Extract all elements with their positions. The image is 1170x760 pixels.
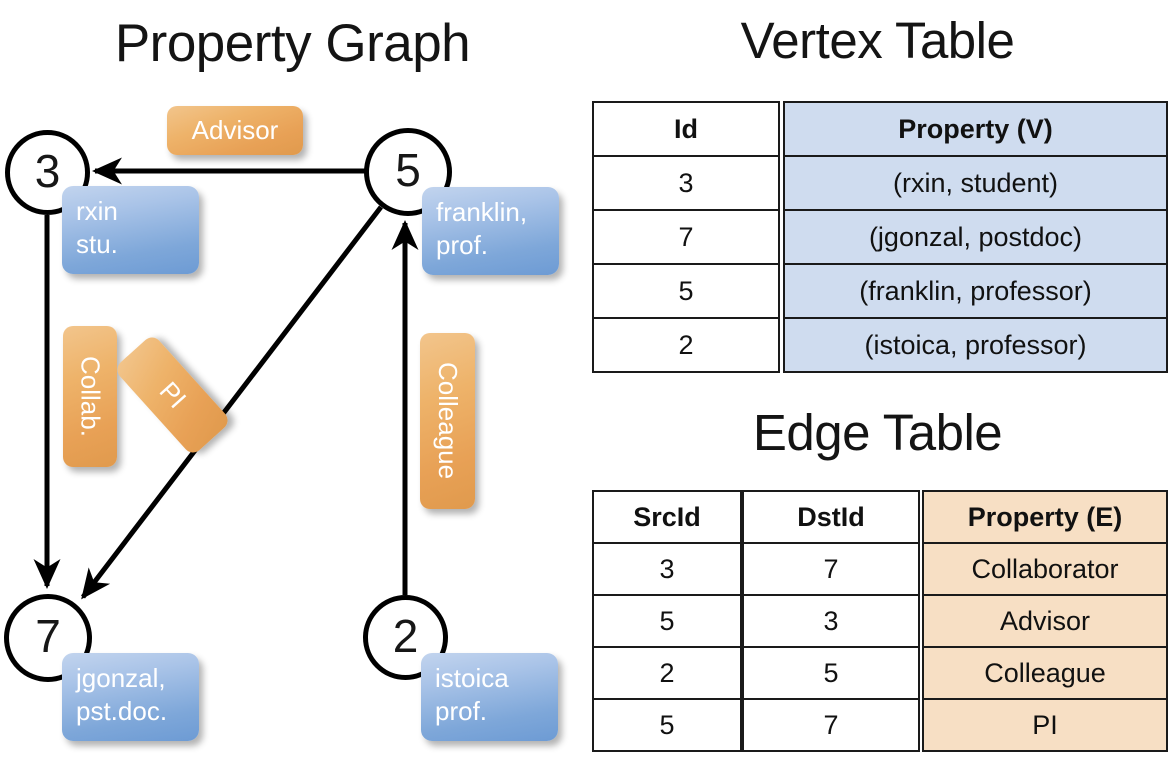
table-row[interactable]: 2 <box>592 646 742 700</box>
table-row[interactable]: 7 <box>742 698 920 752</box>
page-title-property-graph: Property Graph <box>114 14 471 73</box>
vertex-cell-property: (franklin, professor) <box>783 263 1168 319</box>
page-title-edge-table: Edge Table <box>752 404 1003 461</box>
vertex-header-id: Id <box>592 101 780 157</box>
table-row[interactable]: Collaborator <box>922 542 1168 596</box>
table-row[interactable]: 7 <box>742 542 920 596</box>
graph-node-5-prop-line2: prof. <box>436 230 489 260</box>
table-header-row: Property (V) <box>783 101 1168 157</box>
vertex-header-property: Property (V) <box>783 101 1168 157</box>
vertex-table-property-column: Property (V) (rxin, student) (jgonzal, p… <box>783 101 1168 373</box>
table-header-row: SrcId <box>592 490 742 544</box>
graph-node-7-label: 7 <box>35 610 61 662</box>
edge-label-advisor: Advisor <box>167 106 303 155</box>
edge-line-pi <box>81 205 383 600</box>
edge-label-colleague-text: Colleague <box>433 362 463 480</box>
table-row[interactable]: Advisor <box>922 594 1168 648</box>
table-row[interactable]: (jgonzal, postdoc) <box>783 209 1168 265</box>
table-row[interactable]: 3 <box>592 542 742 596</box>
graph-node-7-property-box: jgonzal, pst.doc. <box>62 653 199 741</box>
vertex-cell-id: 3 <box>592 155 780 211</box>
page-title-vertex-table: Vertex Table <box>740 12 1015 69</box>
edge-cell-property: Advisor <box>922 594 1168 648</box>
edge-header-property: Property (E) <box>922 490 1168 544</box>
table-row[interactable]: 3 <box>592 155 780 211</box>
table-header-row: Property (E) <box>922 490 1168 544</box>
table-header-row: Id <box>592 101 780 157</box>
graph-node-3-label: 3 <box>34 144 61 197</box>
vertex-cell-id: 5 <box>592 263 780 319</box>
graph-node-3-prop-line1: rxin <box>76 196 118 226</box>
edge-cell-srcid: 5 <box>592 698 742 752</box>
table-row[interactable]: (istoica, professor) <box>783 317 1168 373</box>
graph-node-7-prop-line2: pst.doc. <box>76 696 168 726</box>
table-row[interactable]: 5 <box>592 594 742 648</box>
edge-label-colleague: Colleague <box>420 333 475 509</box>
edge-cell-dstid: 3 <box>742 594 920 648</box>
edge-cell-property: Collaborator <box>922 542 1168 596</box>
property-graph-diagram: 3 rxin stu. 5 franklin, prof. 7 jgonzal,… <box>4 106 559 741</box>
edge-cell-srcid: 5 <box>592 594 742 648</box>
edge-label-collab-text: Collab. <box>75 356 106 437</box>
vertex-table-id-column: Id 3 7 5 2 <box>592 101 780 373</box>
graph-node-2-prop-line2: prof. <box>435 696 488 726</box>
table-row[interactable]: (franklin, professor) <box>783 263 1168 319</box>
edge-header-dstid: DstId <box>742 490 920 544</box>
table-row[interactable]: (rxin, student) <box>783 155 1168 211</box>
table-row[interactable]: PI <box>922 698 1168 752</box>
graph-node-5-label: 5 <box>395 144 421 196</box>
vertex-cell-property: (jgonzal, postdoc) <box>783 209 1168 265</box>
graph-node-3-property-box: rxin stu. <box>62 186 199 274</box>
table-header-row: DstId <box>742 490 920 544</box>
table-row[interactable]: 3 <box>742 594 920 648</box>
table-row[interactable]: 2 <box>592 317 780 373</box>
table-row[interactable]: 5 <box>742 646 920 700</box>
graph-node-7-prop-line1: jgonzal, <box>76 663 166 693</box>
graph-node-2[interactable]: 2 <box>363 595 448 680</box>
graph-edge-lines <box>33 157 419 600</box>
edge-label-pi-text: PI <box>153 375 193 414</box>
edge-label-collab: Collab. <box>63 326 117 467</box>
vertex-cell-id: 2 <box>592 317 780 373</box>
edge-cell-dstid: 7 <box>742 698 920 752</box>
edge-cell-property: Colleague <box>922 646 1168 700</box>
edge-table-dstid-column: DstId 7 3 5 7 <box>742 490 920 752</box>
vertex-cell-property: (istoica, professor) <box>783 317 1168 373</box>
table-row[interactable]: 7 <box>592 209 780 265</box>
edge-table-srcid-column: SrcId 3 5 2 5 <box>592 490 742 752</box>
graph-node-5-property-box: franklin, prof. <box>422 187 559 275</box>
graph-node-2-prop-line1: istoica <box>435 663 509 693</box>
table-row[interactable]: 5 <box>592 698 742 752</box>
edge-cell-dstid: 7 <box>742 542 920 596</box>
graph-node-2-label: 2 <box>392 609 419 662</box>
edge-cell-srcid: 3 <box>592 542 742 596</box>
edge-cell-srcid: 2 <box>592 646 742 700</box>
graph-node-2-property-box: istoica prof. <box>421 653 558 741</box>
graph-node-5-prop-line1: franklin, <box>436 197 528 227</box>
graph-node-3-prop-line2: stu. <box>76 229 118 259</box>
table-row[interactable]: Colleague <box>922 646 1168 700</box>
edge-label-advisor-text: Advisor <box>191 115 279 145</box>
graph-node-5[interactable]: 5 <box>364 128 452 216</box>
table-row[interactable]: 5 <box>592 263 780 319</box>
edge-header-srcid: SrcId <box>592 490 742 544</box>
edge-cell-dstid: 5 <box>742 646 920 700</box>
vertex-cell-id: 7 <box>592 209 780 265</box>
edge-cell-property: PI <box>922 698 1168 752</box>
vertex-cell-property: (rxin, student) <box>783 155 1168 211</box>
edge-table-property-column: Property (E) Collaborator Advisor Collea… <box>922 490 1168 752</box>
